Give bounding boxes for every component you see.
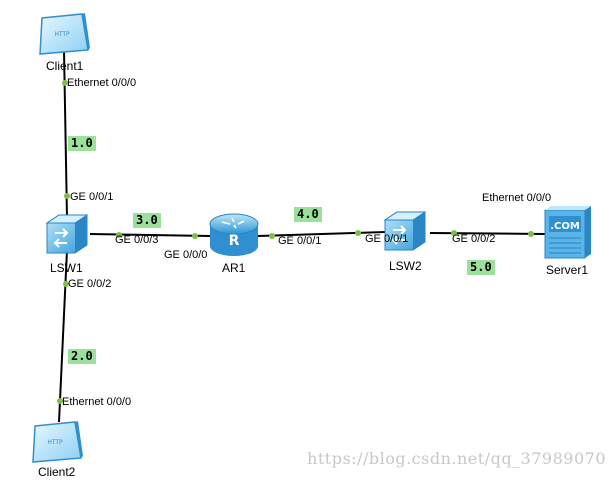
- port-dot-ar1-g1: [269, 233, 275, 239]
- port-label-client2-eth: Ethernet 0/0/0: [62, 396, 132, 408]
- link-client1-lsw1[interactable]: [63, 49, 68, 219]
- device-name-client1: Client1: [46, 59, 84, 73]
- device-name-ar1: AR1: [222, 261, 246, 275]
- router-badge: R: [229, 233, 240, 249]
- client1-screen-text: HTTP: [54, 31, 70, 38]
- device-name-lsw2: LSW2: [389, 259, 422, 273]
- switch-icon-lsw1[interactable]: [45, 214, 89, 254]
- port-label-client1-eth: Ethernet 0/0/0: [67, 77, 137, 89]
- device-name-lsw1: LSW1: [50, 261, 83, 275]
- port-label-lsw1-g2: GE 0/0/2: [68, 278, 112, 290]
- port-dot-client2: [57, 398, 63, 404]
- client2-icon[interactable]: HTTP: [32, 421, 83, 463]
- device-name-client2: Client2: [38, 465, 76, 479]
- network-label-1-0: 1.0: [68, 136, 96, 151]
- port-dot-lsw1-g2: [63, 281, 69, 287]
- links: [58, 49, 546, 423]
- link-lsw1-client2[interactable]: [58, 249, 68, 423]
- port-label-lsw1-g1: GE 0/0/1: [70, 191, 114, 203]
- network-label-4-0: 4.0: [294, 207, 322, 222]
- client2-screen-text: HTTP: [47, 439, 63, 446]
- port-label-server1-eth: Ethernet 0/0/0: [482, 192, 552, 204]
- port-label-ar1-g0: GE 0/0/0: [164, 249, 208, 261]
- port-dot-ar1-g0: [192, 233, 198, 239]
- link-lsw2-server1[interactable]: [429, 232, 546, 235]
- server-icon-server1[interactable]: .COM: [544, 206, 591, 259]
- port-dots: [57, 80, 534, 404]
- device-name-server1: Server1: [546, 263, 589, 277]
- port-label-lsw2-g2: GE 0/0/2: [452, 233, 496, 245]
- router-icon-ar1[interactable]: R: [209, 213, 259, 256]
- port-dot-lsw2-g2: [451, 230, 457, 236]
- link-ar1-lsw2[interactable]: [257, 231, 386, 237]
- port-dot-lsw1-g1: [64, 193, 70, 199]
- port-label-ar1-g1: GE 0/0/1: [278, 235, 322, 247]
- link-lsw1-ar1[interactable]: [89, 233, 211, 237]
- network-label-3-0: 3.0: [133, 213, 161, 228]
- port-label-lsw2-g1: GE 0/0/1: [365, 233, 409, 245]
- port-label-lsw1-g3: GE 0/0/3: [115, 234, 159, 246]
- port-dot-server1: [528, 231, 534, 237]
- server-badge: .COM: [550, 221, 580, 232]
- client1-icon[interactable]: HTTP: [39, 13, 90, 55]
- port-dot-client1: [62, 80, 68, 86]
- watermark: https://blog.csdn.net/qq_37989070: [307, 449, 606, 468]
- port-dot-lsw2-g1: [355, 230, 361, 236]
- port-dot-lsw1-g3: [116, 232, 122, 238]
- network-label-5-0: 5.0: [467, 260, 495, 275]
- network-label-2-0: 2.0: [68, 349, 96, 364]
- switch-icon-lsw2[interactable]: [383, 211, 427, 251]
